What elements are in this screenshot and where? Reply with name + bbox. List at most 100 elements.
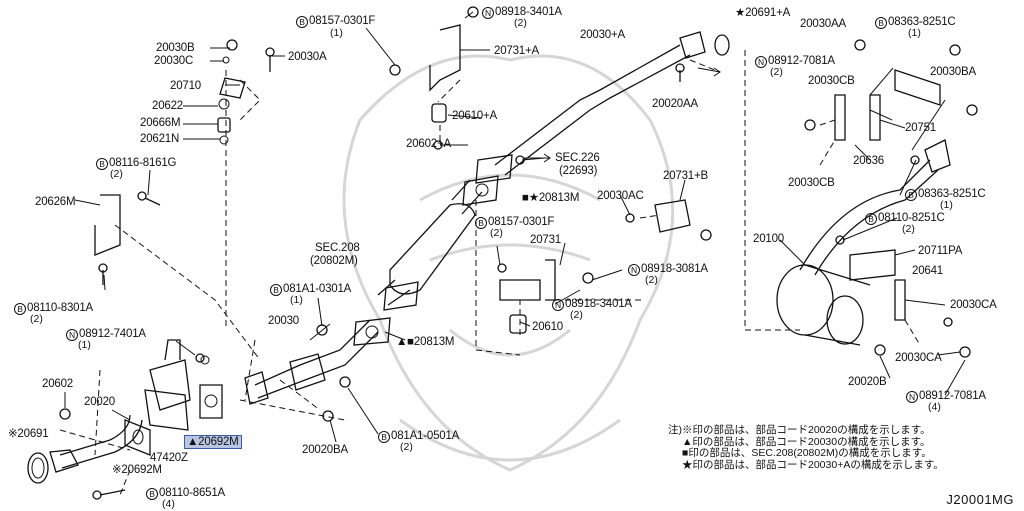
part-number: 08110-8651A bbox=[159, 487, 226, 499]
part-quantity: (1) bbox=[78, 339, 91, 351]
nut-marker-n: N bbox=[66, 329, 78, 341]
part-number: 08363-8251C bbox=[888, 16, 956, 28]
bolt-marker-b: B bbox=[905, 189, 917, 201]
label-20691A: ★20691+A bbox=[735, 7, 791, 19]
part-number: 08918-3401A bbox=[495, 6, 562, 18]
note-line: ■印の部品は、SEC.208(20802M)の構成を示します。 bbox=[682, 447, 932, 459]
label-20641: 20641 bbox=[912, 265, 943, 277]
note-line: 注)※印の部品は、部品コード20020の構成を示します。 bbox=[668, 424, 931, 436]
label-20626M: 20626M bbox=[35, 196, 76, 208]
label-20030C: 20030C bbox=[154, 55, 194, 67]
bolt-marker-b: B bbox=[96, 158, 108, 170]
label-20610: 20610 bbox=[532, 321, 563, 333]
part-quantity: (4) bbox=[928, 401, 941, 413]
label-20731: 20731 bbox=[530, 234, 561, 246]
nut-marker-n: N bbox=[755, 56, 767, 68]
label-20692M: ※20692M bbox=[112, 464, 162, 476]
part-number: 081A1-0501A bbox=[391, 430, 460, 442]
label-20020AA: 20020AA bbox=[652, 98, 698, 110]
part-quantity: (1) bbox=[330, 27, 343, 39]
part-quantity: (1) bbox=[290, 294, 303, 306]
label-20710: 20710 bbox=[170, 80, 201, 92]
label-20731B: 20731+B bbox=[663, 170, 708, 182]
part-quantity: (2) bbox=[902, 223, 915, 235]
label-20020BA: 20020BA bbox=[302, 444, 348, 456]
label-20030BA: 20030BA bbox=[930, 66, 976, 78]
watermark-emblem bbox=[342, 54, 675, 472]
part-number: 08912-7081A bbox=[768, 55, 835, 67]
label-20030: 20030 bbox=[268, 315, 299, 327]
center-pipe-20030 bbox=[244, 317, 391, 405]
note-line: ▲印の部品は、部品コード20030の構成を示します。 bbox=[682, 435, 931, 448]
note-line: ★印の部品は、部品コード20030+Aの構成を示します。 bbox=[682, 458, 944, 471]
label-20030B: 20030B bbox=[156, 42, 195, 54]
label-20602: 20602 bbox=[42, 378, 73, 390]
label-20802M: (20802M) bbox=[310, 255, 358, 267]
nut-marker-n: N bbox=[906, 391, 918, 403]
part-number: 08912-7081A bbox=[919, 390, 986, 402]
part-quantity: (1) bbox=[908, 27, 921, 39]
label-sec208: SEC.208 bbox=[315, 242, 360, 254]
label-20751: 20751 bbox=[905, 122, 936, 134]
label-20813M-upper: ■★20813M bbox=[522, 192, 580, 204]
part-number: 08110-8251C bbox=[878, 212, 945, 224]
nut-marker-n: N bbox=[482, 7, 494, 19]
bolt-marker-b: B bbox=[378, 431, 390, 443]
part-number: 08912-7401A bbox=[79, 328, 146, 340]
label-20636: 20636 bbox=[853, 155, 884, 167]
bolt-marker-b: B bbox=[475, 217, 487, 229]
catalytic-converter bbox=[377, 154, 513, 311]
bolt-marker-b: B bbox=[865, 213, 877, 225]
arrows bbox=[523, 67, 721, 163]
label-47420Z: 47420Z bbox=[150, 452, 188, 464]
part-quantity: (1) bbox=[940, 199, 953, 211]
part-quantity: (2) bbox=[400, 441, 413, 453]
part-number: 08918-3401A bbox=[565, 298, 632, 310]
part-number: 08157-0301F bbox=[309, 15, 376, 27]
part-quantity: (2) bbox=[770, 66, 783, 78]
sensor-assembly bbox=[144, 339, 223, 431]
highlighted-part-20692M[interactable]: ▲20692M bbox=[184, 435, 242, 449]
label-20692M-highlight: ▲20692M bbox=[184, 435, 242, 449]
part-quantity: (4) bbox=[162, 498, 175, 510]
bolt-marker-b: B bbox=[270, 284, 282, 296]
label-20100: 20100 bbox=[753, 233, 784, 245]
label-20030AA: 20030AA bbox=[800, 18, 846, 30]
label-20030CA-bottom: 20030CA bbox=[895, 352, 942, 364]
insulators bbox=[217, 98, 527, 334]
nut-marker-n: N bbox=[628, 264, 640, 276]
nut-marker-n: N bbox=[552, 299, 564, 311]
label-20030A-pipe: 20030+A bbox=[580, 29, 625, 41]
part-number: 081A1-0301A bbox=[283, 283, 352, 295]
pipe-20030A-upper bbox=[494, 31, 730, 176]
part-number: 08918-3081A bbox=[641, 263, 708, 275]
label-22693: (22693) bbox=[559, 165, 598, 177]
label-sec226: SEC.226 bbox=[555, 152, 600, 164]
label-20030CB-top: 20030CB bbox=[808, 75, 855, 87]
label-20622: 20622 bbox=[152, 100, 183, 112]
part-quantity: (2) bbox=[30, 313, 43, 325]
bolt-marker-b: B bbox=[296, 16, 308, 28]
label-20666M: 20666M bbox=[140, 117, 181, 129]
label-20691: ※20691 bbox=[8, 428, 49, 440]
part-quantity: (2) bbox=[645, 274, 658, 286]
part-number: 08157-0301F bbox=[488, 216, 555, 228]
notes-block: 注)※印の部品は、部品コード20020の構成を示します。 ▲印の部品は、部品コー… bbox=[668, 424, 944, 471]
label-20030CB-bottom: 20030CB bbox=[788, 177, 835, 189]
part-quantity: (2) bbox=[490, 227, 503, 239]
diagram-code: J20001MG bbox=[946, 492, 1014, 507]
